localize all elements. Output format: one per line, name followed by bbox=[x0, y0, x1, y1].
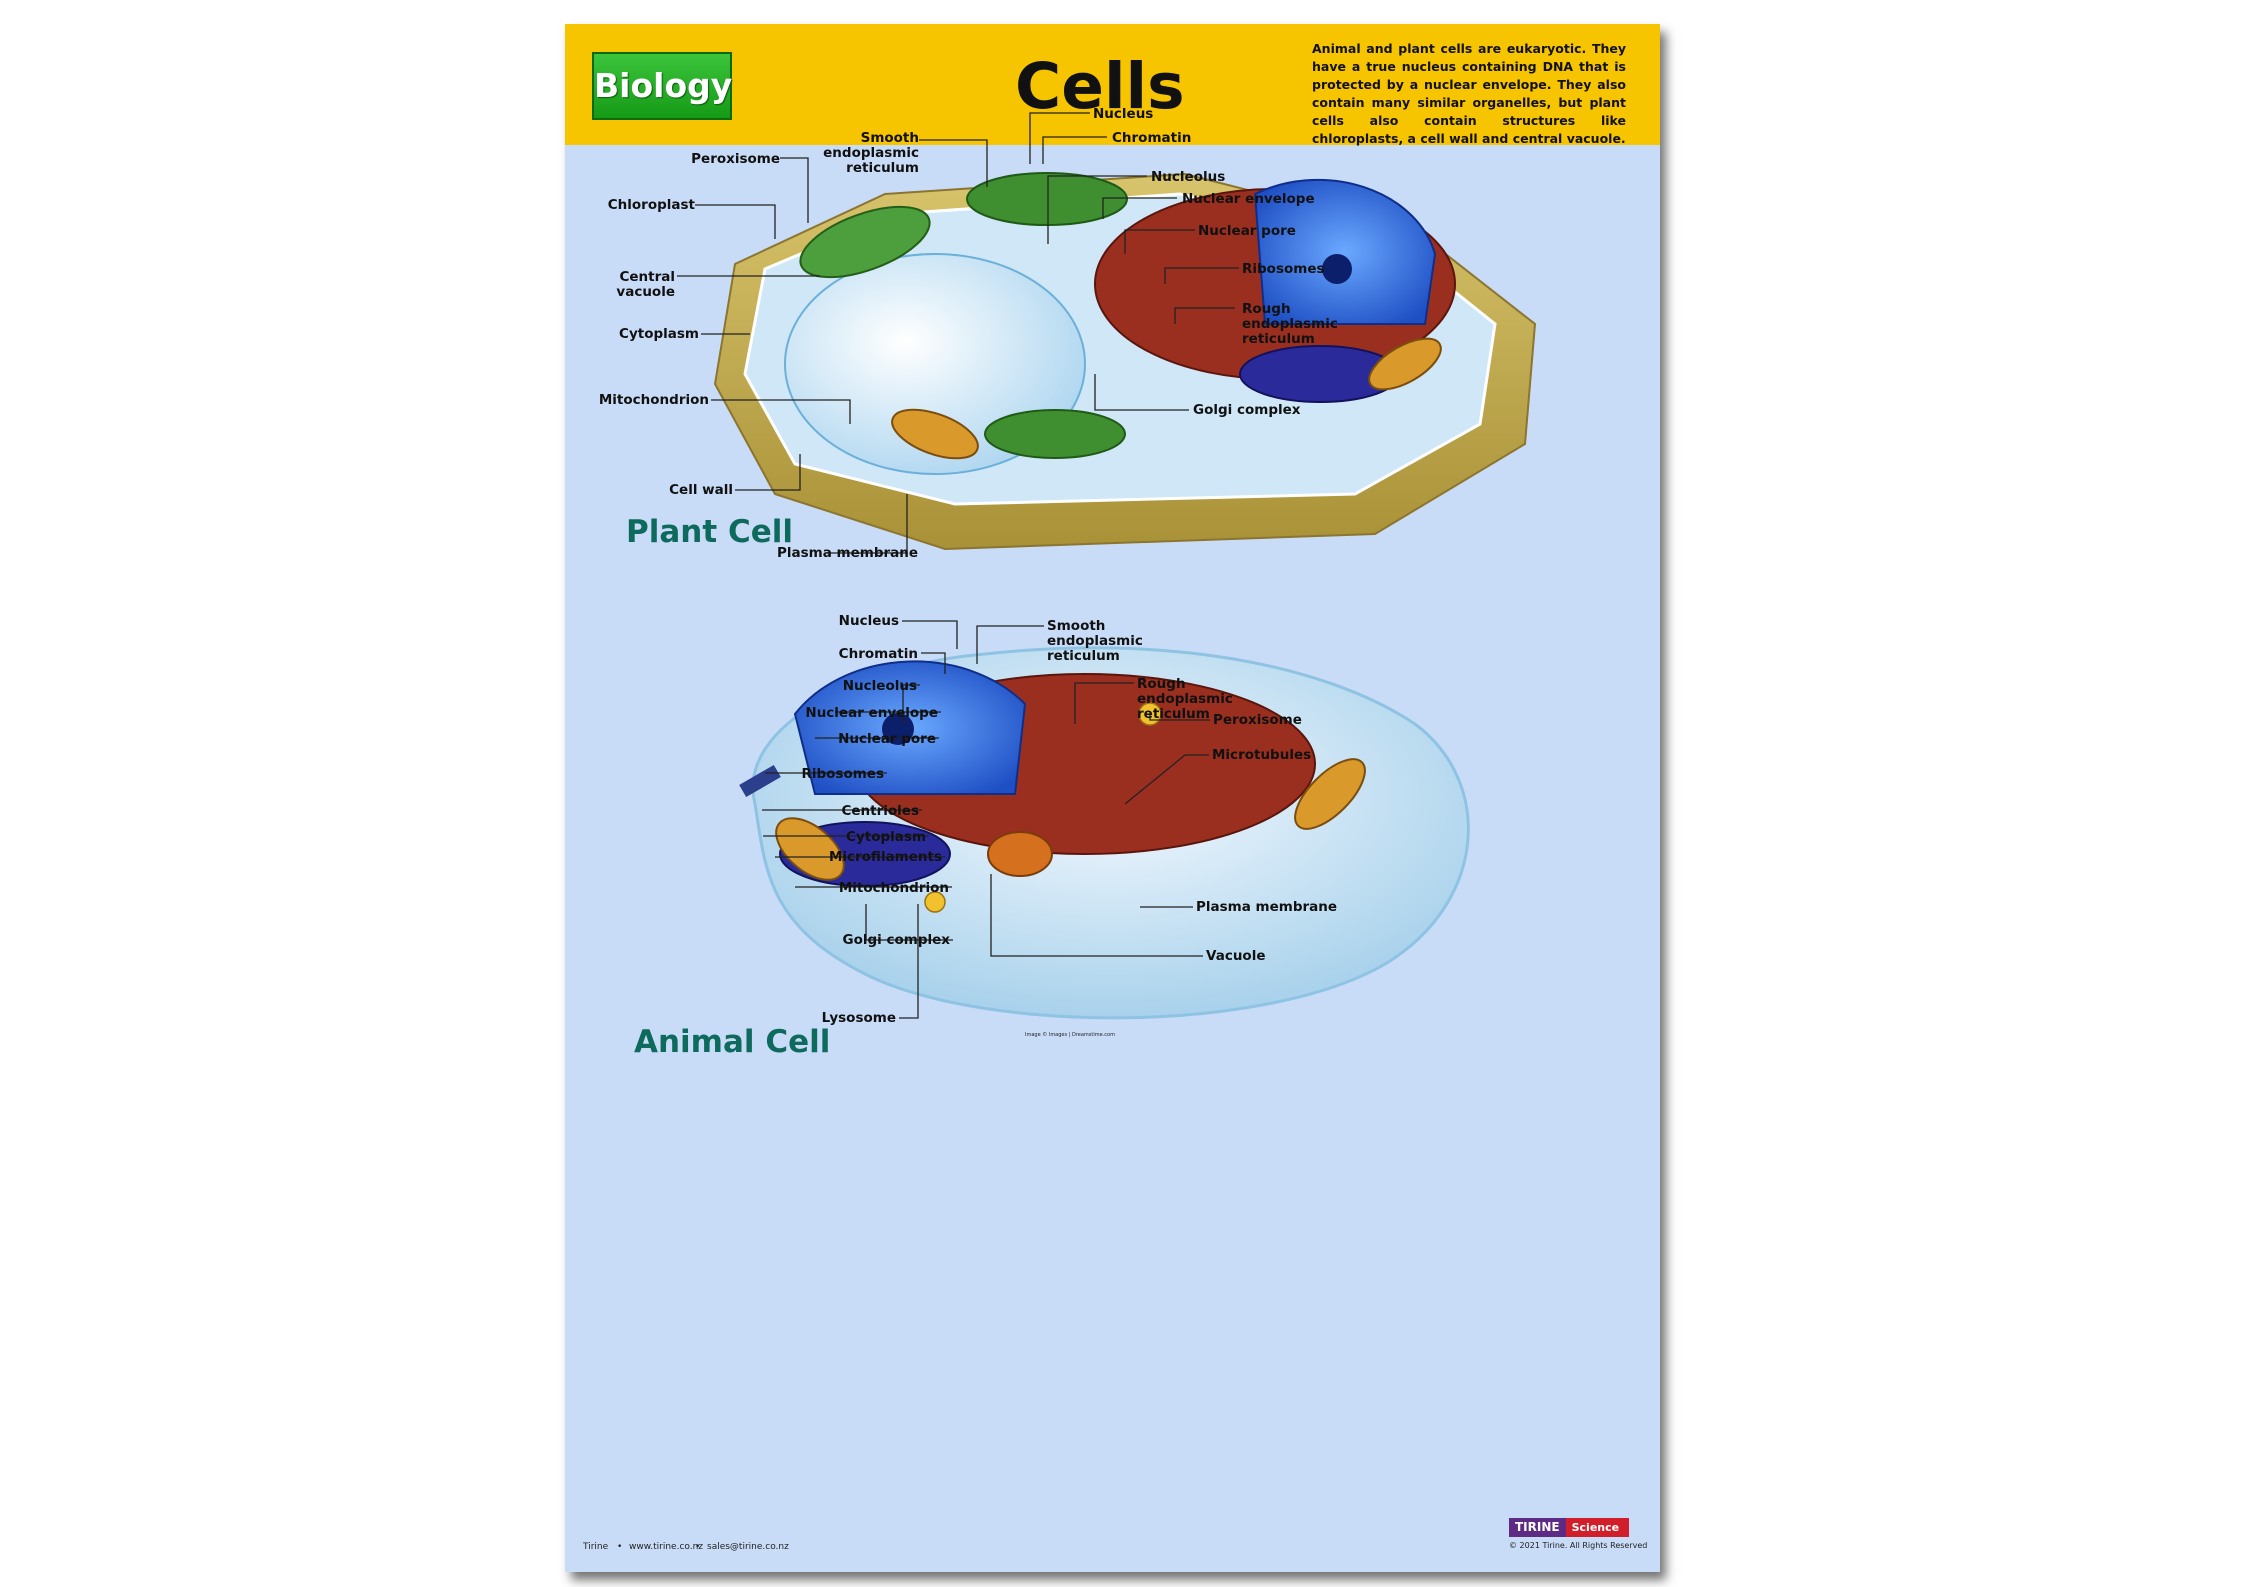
subject-badge: Biology bbox=[592, 52, 732, 120]
animal-label-golgi: Golgi complex bbox=[842, 932, 950, 948]
plant-chloroplast-shape bbox=[799, 205, 931, 279]
copyright: © 2021 Tirine. All Rights Reserved bbox=[1509, 1541, 1648, 1550]
plant-label-ribosomes: Ribosomes bbox=[1242, 261, 1325, 277]
footer-email[interactable]: sales@tirine.co.nz bbox=[707, 1542, 789, 1552]
plant-mitochondrion-shape bbox=[891, 408, 979, 460]
logo-left: TIRINE bbox=[1509, 1518, 1566, 1537]
animal-label-nucleus: Nucleus bbox=[838, 613, 899, 629]
animal-label-lysosome: Lysosome bbox=[821, 1010, 896, 1026]
plant-label-smooth-er: Smooth endoplasmic reticulum bbox=[823, 130, 919, 176]
animal-nucleolus-shape bbox=[882, 713, 914, 745]
plant-mitochondrion-shape bbox=[1368, 337, 1442, 391]
footer-bullet: • bbox=[617, 1542, 623, 1552]
animal-label-microfilaments: Microfilaments bbox=[828, 849, 942, 865]
animal-label-nuclear-envelope: Nuclear envelope bbox=[805, 705, 938, 721]
plant-cell-drawing bbox=[713, 172, 1537, 551]
animal-label-peroxisome: Peroxisome bbox=[1213, 712, 1302, 728]
poster: Biology Cells Animal and plant cells are… bbox=[565, 24, 1660, 1572]
animal-label-plasma-membrane: Plasma membrane bbox=[1196, 899, 1338, 915]
plant-label-cell-wall: Cell wall bbox=[669, 482, 733, 498]
animal-cell-heading: Animal Cell bbox=[634, 1024, 831, 1060]
animal-label-chromatin: Chromatin bbox=[838, 646, 918, 662]
footer-website[interactable]: www.tirine.co.nz bbox=[629, 1542, 704, 1552]
plant-label-nuclear-envelope: Nuclear envelope bbox=[1182, 191, 1315, 207]
animal-label-nuclear-pore: Nuclear pore bbox=[838, 731, 936, 747]
plant-label-mitochondrion: Mitochondrion bbox=[598, 392, 709, 408]
plant-label-golgi: Golgi complex bbox=[1193, 402, 1301, 418]
plant-label-chloroplast: Chloroplast bbox=[607, 197, 695, 213]
animal-mitochondrion-shape bbox=[775, 817, 845, 881]
image-credit: Image © Images | Dreamstime.com bbox=[1025, 1032, 1115, 1038]
animal-vacuole-shape bbox=[987, 831, 1053, 877]
footer-brand: Tirine bbox=[583, 1542, 609, 1552]
plant-chloroplast-shape bbox=[966, 172, 1128, 226]
plant-label-nucleus: Nucleus bbox=[1093, 106, 1154, 122]
plant-label-nucleolus: Nucleolus bbox=[1151, 169, 1226, 185]
animal-label-smooth-er: Smooth endoplasmic reticulum bbox=[1047, 618, 1143, 664]
plant-label-nuclear-pore: Nuclear pore bbox=[1198, 223, 1296, 239]
plant-cell-heading: Plant Cell bbox=[626, 514, 793, 550]
animal-mitochondrion-shape bbox=[1294, 758, 1366, 830]
animal-label-rough-er: Rough endoplasmic reticulum bbox=[1137, 676, 1233, 722]
animal-lysosome-shape bbox=[924, 891, 946, 913]
plant-nucleus-shape bbox=[1253, 178, 1437, 325]
animal-label-microtubules: Microtubules bbox=[1212, 747, 1312, 763]
plant-label-plasma-membrane: Plasma membrane bbox=[777, 545, 919, 561]
plant-chloroplast-shape bbox=[984, 409, 1126, 459]
animal-label-mitochondrion: Mitochondrion bbox=[838, 880, 949, 896]
intro-text: Animal and plant cells are eukaryotic. T… bbox=[1312, 41, 1626, 146]
plant-label-cytoplasm: Cytoplasm bbox=[619, 326, 699, 342]
plant-label-peroxisome: Peroxisome bbox=[691, 151, 780, 167]
plant-label-rough-er: Rough endoplasmic reticulum bbox=[1242, 301, 1338, 347]
animal-label-cytoplasm: Cytoplasm bbox=[846, 829, 926, 845]
footer-bullet: • bbox=[695, 1542, 701, 1552]
plant-leader-lines bbox=[677, 112, 1239, 554]
cell-illustrations bbox=[677, 112, 1537, 1020]
animal-label-vacuole: Vacuole bbox=[1206, 948, 1266, 964]
animal-label-centrioles: Centrioles bbox=[841, 803, 919, 819]
logo-right: Science bbox=[1565, 1518, 1630, 1537]
header-bar: Biology Cells Animal and plant cells are… bbox=[565, 24, 1660, 146]
plant-nucleolus-shape bbox=[1322, 254, 1352, 284]
animal-leader-lines bbox=[762, 620, 1210, 1019]
tirine-science-logo: TIRINE Science bbox=[1509, 1518, 1630, 1537]
animal-label-nucleolus: Nucleolus bbox=[842, 678, 917, 694]
page-title: Cells bbox=[1015, 50, 1185, 123]
animal-cell-drawing bbox=[739, 646, 1470, 1020]
plant-label-chromatin: Chromatin bbox=[1112, 130, 1192, 146]
animal-label-ribosomes: Ribosomes bbox=[801, 766, 884, 782]
plant-label-central-vacuole: Central vacuole bbox=[616, 269, 675, 300]
